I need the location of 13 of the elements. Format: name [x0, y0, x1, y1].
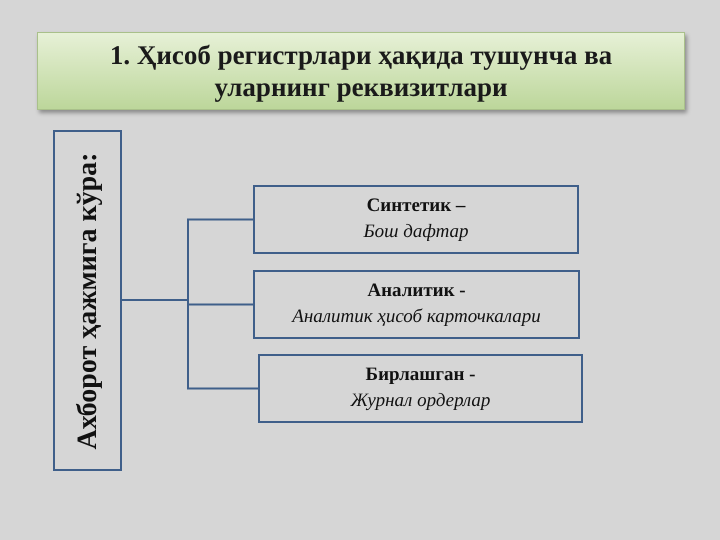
type-name: Синтетик – — [366, 194, 466, 218]
type-box — [253, 270, 580, 339]
type-description: Бош дафтар — [363, 220, 469, 244]
connector-line — [122, 299, 258, 390]
title-text: 1. Ҳисоб регистрлари ҳақида тушунча ва уларнинг реквизитлари — [108, 39, 614, 103]
type-description: Аналитик ҳисоб карточкалари — [292, 304, 541, 328]
category-box — [53, 130, 122, 471]
type-description: Журнал ордерлар — [350, 388, 490, 412]
type-name: Бирлашган - — [366, 362, 476, 386]
vertical-label: Ахборот ҳажмига кўра: — [70, 151, 104, 452]
type-box — [258, 354, 583, 423]
type-box — [253, 185, 579, 254]
type-name: Аналитик - — [367, 278, 466, 302]
